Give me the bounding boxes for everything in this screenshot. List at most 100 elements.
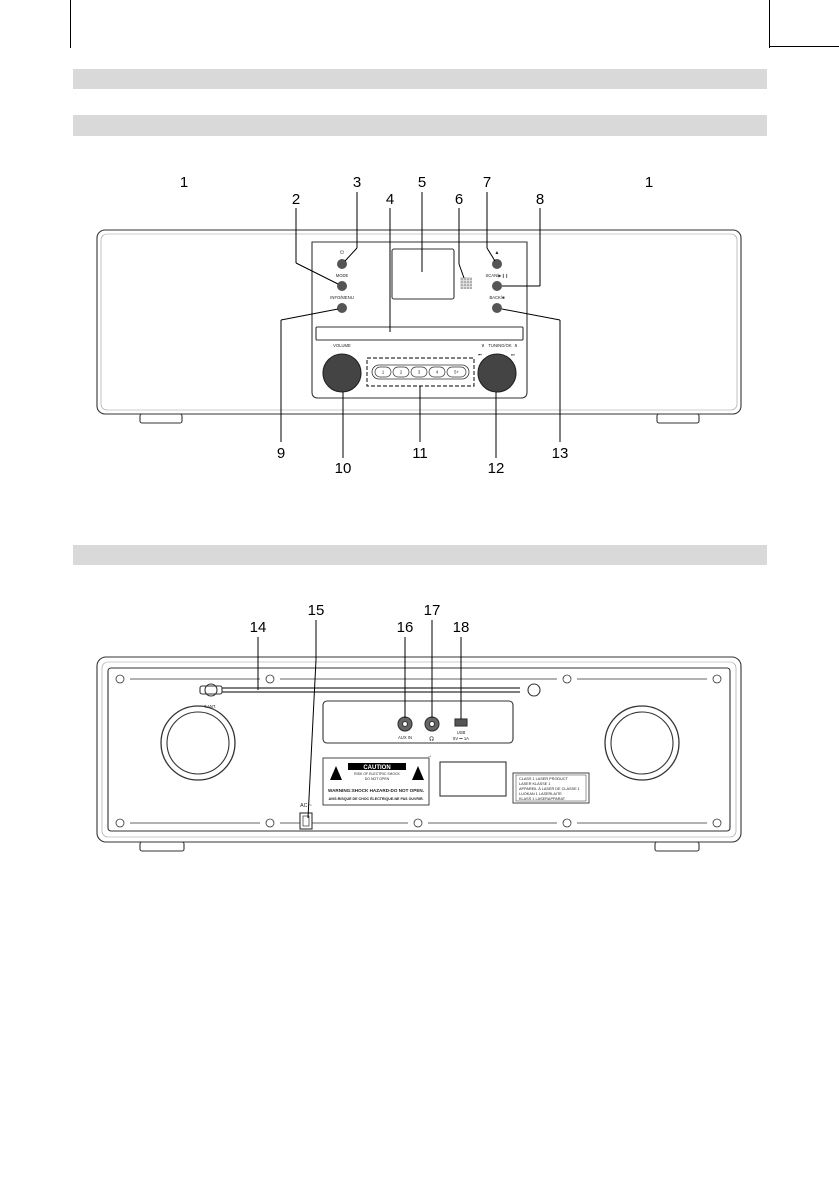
- info-menu-label: INFO/MENU: [330, 295, 354, 300]
- usb-label: USB: [457, 730, 466, 735]
- arrow-icon: →: [427, 753, 432, 759]
- control-panel: [311, 241, 528, 399]
- back-label: BACK/■: [489, 295, 505, 300]
- bass-port-left: [160, 705, 236, 781]
- volume-knob: [322, 353, 362, 393]
- laser-line-5: KLASS 1 LASERAPPARAT: [519, 797, 566, 801]
- crop-mark-left: [70, 0, 71, 48]
- front-view-diagram: 1 2 3 4 5 6 7 8 1 9 10 11 12 13 ⏻ MODE I…: [96, 174, 742, 477]
- warning-triangle-right-icon: [412, 766, 424, 780]
- eject-button: [492, 259, 502, 269]
- crop-mark-right: [769, 0, 770, 48]
- laser-line-3: APPAREIL À LASER DE CLASSE 1: [519, 787, 580, 791]
- callout-front-2: 2: [292, 191, 300, 208]
- screws: [115, 674, 722, 828]
- mode-label: MODE: [336, 273, 349, 278]
- tuning-label: TUNING/OK: [488, 343, 511, 348]
- preset-button-2: [392, 366, 410, 378]
- laser-label: [512, 772, 590, 804]
- caution-line-2: DO NOT OPEN: [365, 777, 390, 781]
- callout-front-12: 12: [488, 460, 505, 477]
- preset-2-label: 2: [400, 370, 403, 375]
- callout-front-3: 3: [353, 174, 361, 191]
- callout-front-5: 5: [418, 174, 426, 191]
- preset-buttons: [374, 366, 467, 378]
- headphone-icon: 🎧: [429, 736, 434, 741]
- heading-bar-1: [73, 69, 767, 89]
- volume-label: VOLUME: [333, 343, 351, 348]
- preset-button-3: [410, 366, 428, 378]
- laser-line-4: LUOKAN 1 LASERLAITE: [519, 792, 562, 796]
- bass-port-right: [604, 705, 680, 781]
- callout-front-4: 4: [386, 191, 394, 208]
- callout-rear-18: 18: [453, 619, 470, 636]
- rear-foot-left: [139, 841, 185, 852]
- foot-right: [656, 413, 700, 424]
- rear-cabinet: [96, 656, 742, 843]
- headphone-jack: [424, 716, 440, 732]
- cd-slot: [315, 326, 524, 341]
- rear-leader-lines: [257, 620, 462, 819]
- tuning-right-arrow-icon: ∧: [514, 343, 518, 349]
- callout-rear-16: 16: [397, 619, 414, 636]
- preset-4-label: 4: [436, 370, 439, 375]
- eject-label: ▲: [494, 250, 499, 256]
- ac-label: AC ~: [300, 803, 312, 809]
- power-label: ⏻: [340, 250, 344, 256]
- antenna-label: T.ANT.: [204, 704, 216, 709]
- callout-front-9: 9: [277, 445, 285, 462]
- usb-port: [454, 718, 468, 727]
- callout-front-1-right: 1: [645, 174, 653, 191]
- callout-front-1-left: 1: [180, 174, 188, 191]
- caution-label: [322, 757, 430, 806]
- mode-button: [337, 281, 347, 291]
- power-button: [337, 259, 347, 269]
- callout-front-10: 10: [335, 460, 352, 477]
- preset-button-1: [374, 366, 392, 378]
- foot-left: [139, 413, 183, 424]
- preset-5plus-label: 5+: [454, 370, 459, 375]
- laser-line-1: CLASS 1 LASER PRODUCT: [519, 777, 569, 781]
- caution-warning-en: WARNING:SHOCK HAZARD-DO NOT OPEN.: [328, 788, 424, 793]
- aux-in-label: AUX IN: [398, 735, 412, 740]
- caution-title: CAUTION: [363, 765, 390, 771]
- crop-mark-right-h: [769, 46, 839, 47]
- usb-rating-label: 5V ⎓ 1A: [453, 736, 469, 741]
- display-screen: [391, 248, 455, 300]
- tuning-knob: [477, 353, 517, 393]
- ac-socket: [299, 812, 313, 830]
- warning-triangle-left-icon: [330, 766, 342, 780]
- back-button: [492, 303, 502, 313]
- laser-line-2: LASER KLASSE 1: [519, 782, 550, 786]
- callout-rear-14: 14: [250, 619, 267, 636]
- preset-button-4: [428, 366, 446, 378]
- scan-button: [492, 281, 502, 291]
- caution-warning-fr: AVIS:RISQUE DE CHOC ÉLECTRIQUE-NE PAS OU…: [328, 796, 423, 801]
- callout-rear-17: 17: [424, 602, 441, 619]
- scan-label: SCAN/▶❙❙: [485, 273, 508, 278]
- rear-view-diagram: 14 15 16 17 18 T.ANT. AUX IN: [96, 602, 742, 852]
- callout-rear-15: 15: [308, 602, 325, 619]
- preset-1-label: 1: [382, 370, 385, 375]
- aux-in-jack: [397, 716, 413, 732]
- callout-front-8: 8: [536, 191, 544, 208]
- telescopic-antenna: [199, 683, 541, 697]
- next-track-icon: ⏭: [511, 352, 515, 357]
- front-cabinet: [96, 229, 742, 415]
- heading-bar-3: [73, 545, 767, 565]
- tuning-left-arrow-icon: ∨: [481, 343, 485, 349]
- callout-front-11: 11: [412, 445, 428, 462]
- heading-bar-2: [73, 115, 767, 136]
- callout-front-6: 6: [455, 191, 463, 208]
- info-menu-button: [337, 303, 347, 313]
- preset-button-5plus: [446, 366, 467, 378]
- front-leader-lines: [280, 192, 561, 458]
- preset-3-label: 3: [418, 370, 421, 375]
- rating-plate: [439, 761, 507, 797]
- caution-line-1: RISK OF ELECTRIC SHOCK: [354, 772, 400, 776]
- connector-panel: [322, 700, 514, 744]
- prev-track-icon: ⏮: [478, 352, 482, 357]
- callout-front-7: 7: [483, 174, 491, 191]
- callout-front-13: 13: [552, 445, 569, 462]
- rear-foot-right: [654, 841, 700, 852]
